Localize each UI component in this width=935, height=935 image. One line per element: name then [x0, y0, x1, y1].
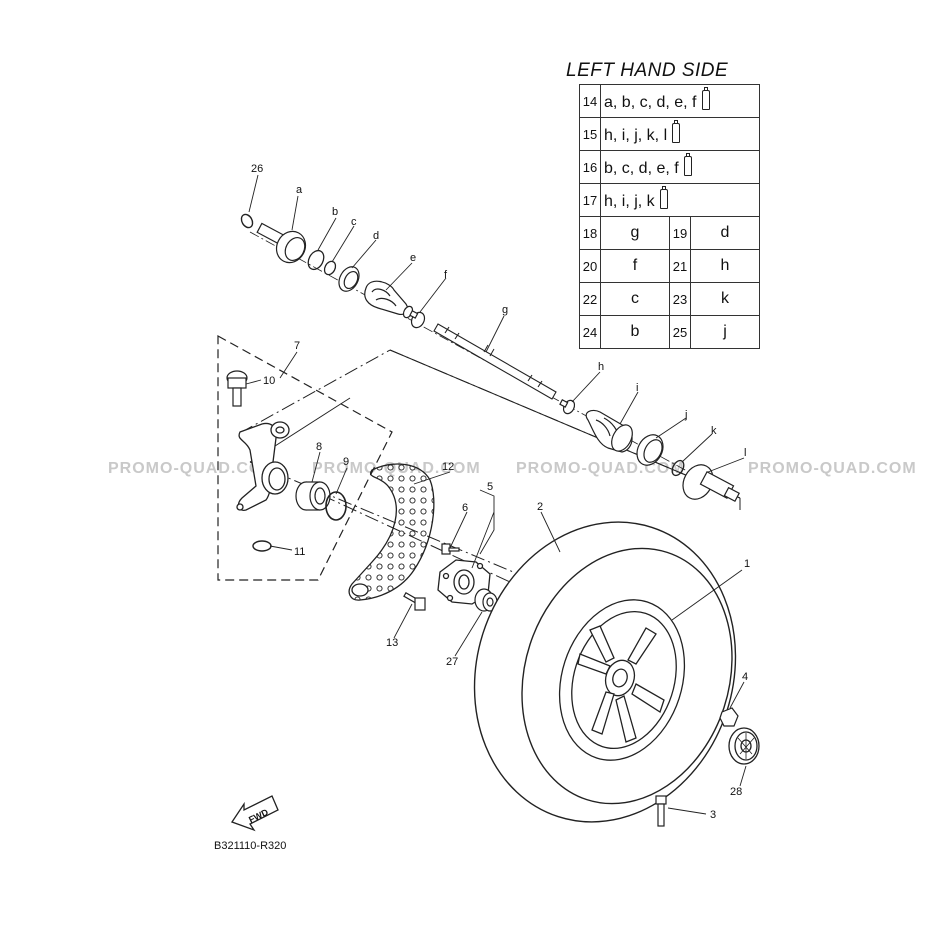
- label-g: g: [502, 304, 508, 316]
- grease-tube-icon: [683, 153, 692, 176]
- part-labels: 26 a b c d e f g h i j k l 7 10 8 9 12 1…: [251, 163, 750, 821]
- circlip-k: [671, 459, 685, 477]
- legend-row: 14 a, b, c, d, e, f: [579, 84, 760, 118]
- label-b: b: [332, 206, 338, 218]
- steering-knuckle-7: [236, 421, 290, 511]
- drive-shaft-g: [433, 323, 557, 400]
- reference-code: B321110-R320: [214, 840, 287, 852]
- legend-letters: a, b, c, d, e, f: [604, 94, 697, 111]
- label-l: l: [744, 447, 746, 459]
- label-c: c: [351, 216, 357, 228]
- label-2: 2: [537, 501, 543, 513]
- legend-number: 24: [579, 315, 601, 349]
- legend-row: 24 b 25 j: [579, 315, 760, 349]
- valve-stem-3: [655, 795, 667, 827]
- wheel-rim-1: [558, 599, 686, 761]
- label-12: 12: [442, 461, 454, 473]
- label-h: h: [598, 361, 604, 373]
- brake-disc-12: [348, 463, 435, 601]
- watermark-text: PROMO-QUAD.COM: [108, 460, 277, 477]
- label-8: 8: [316, 441, 322, 453]
- legend-number: 25: [669, 315, 691, 349]
- circlip-26: [240, 213, 254, 229]
- cv-boot-e: [364, 280, 414, 319]
- ball-joint-10: [226, 370, 248, 407]
- knuckle-assembly-outline: [217, 334, 393, 581]
- grease-tube-icon: [659, 186, 668, 209]
- legend-row: 16 b, c, d, e, f: [579, 150, 760, 184]
- legend-row: 22 c 23 k: [579, 282, 760, 316]
- legend-title: LEFT HAND SIDE: [566, 60, 729, 81]
- label-5: 5: [487, 481, 493, 493]
- label-28: 28: [730, 786, 742, 798]
- cv-boot-i: [585, 409, 633, 453]
- label-e: e: [410, 252, 416, 264]
- wheel-nut-4: [719, 707, 739, 727]
- legend-row: 17 h, i, j, k: [579, 183, 760, 217]
- boot-band-f: [409, 310, 426, 329]
- legend-value: j: [690, 315, 760, 349]
- boot-band-j: [636, 434, 664, 466]
- label-7: 7: [294, 340, 300, 352]
- label-3: 3: [710, 809, 716, 821]
- legend-row: 15 h, i, j, k, l: [579, 117, 760, 151]
- label-27: 27: [446, 656, 458, 668]
- boot-band-d: [338, 266, 360, 292]
- label-4: 4: [742, 671, 748, 683]
- bolt-6: [441, 543, 460, 555]
- legend-letters: h, i, j, k, l: [604, 127, 668, 144]
- legend-value: b: [600, 315, 670, 349]
- legend-value: k: [690, 282, 760, 316]
- label-26: 26: [251, 163, 263, 175]
- legend-table: 14 a, b, c, d, e, f 15 h, i, j, k, l 16 …: [579, 84, 760, 349]
- label-f: f: [444, 269, 448, 281]
- circlip-11: [252, 540, 272, 552]
- boot-band-h: [559, 399, 576, 415]
- label-1: 1: [744, 558, 750, 570]
- label-13: 13: [386, 637, 398, 649]
- cv-joint-inner-l: [682, 464, 740, 503]
- cv-joint-outer-a: [256, 222, 307, 264]
- o-ring-b: [307, 249, 325, 271]
- label-k: k: [711, 425, 717, 437]
- circlip-c: [323, 260, 337, 276]
- grease-tube-icon: [701, 87, 710, 110]
- legend-value: h: [690, 249, 760, 283]
- watermark-text: PROMO-QUAD.COM: [748, 460, 917, 477]
- label-10: 10: [263, 375, 275, 387]
- legend-letters: b, c, d, e, f: [604, 160, 679, 177]
- fwd-arrow-icon: FWD: [231, 795, 279, 832]
- center-cap-28: [728, 727, 760, 765]
- legend-value: d: [690, 216, 760, 250]
- label-a: a: [296, 184, 303, 196]
- leader-lines: [245, 174, 747, 815]
- label-11: 11: [294, 546, 305, 558]
- grease-tube-icon: [672, 120, 681, 143]
- bolt-13: [403, 591, 426, 611]
- label-j: j: [684, 409, 687, 421]
- legend-row: 18 g 19 d: [579, 216, 760, 250]
- legend-letters: h, i, j, k: [604, 193, 655, 210]
- label-6: 6: [462, 502, 468, 514]
- bearing-8: [295, 481, 331, 511]
- label-9: 9: [343, 456, 349, 468]
- label-d: d: [373, 230, 379, 242]
- circlip-9: [325, 491, 347, 521]
- label-i: i: [636, 382, 638, 394]
